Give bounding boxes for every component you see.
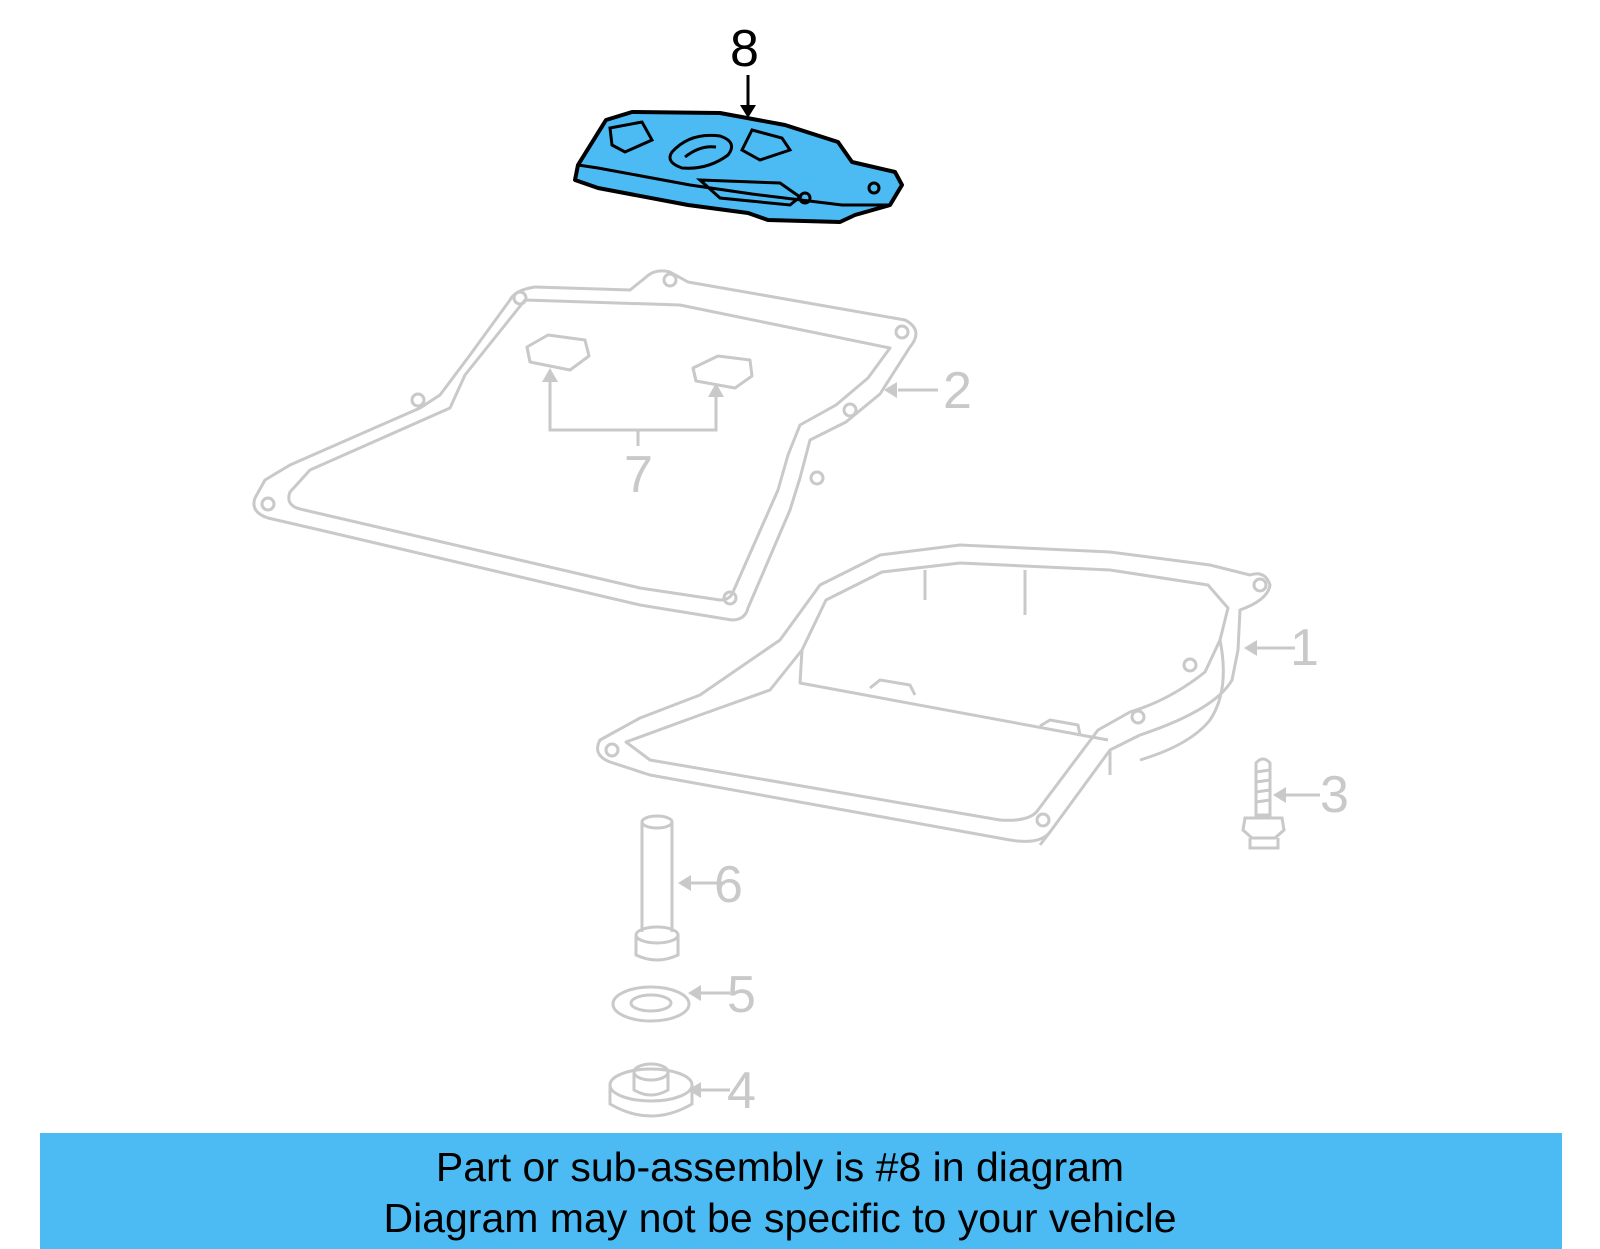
callout-8-arrow (740, 75, 756, 118)
part-7-magnets[interactable] (525, 333, 754, 390)
banner-line-disclaimer: Diagram may not be specific to your vehi… (383, 1195, 1177, 1241)
banner-line-part: Part or sub-assembly is #8 in diagram (435, 1144, 1125, 1190)
callout-label-7[interactable]: 7 (624, 446, 653, 504)
callout-label-4[interactable]: 4 (727, 1062, 756, 1120)
callout-label-3[interactable]: 3 (1320, 766, 1349, 824)
callout-label-6[interactable]: 6 (714, 856, 743, 914)
info-banner: Part or sub-assembly is #8 in diagram Di… (40, 1133, 1562, 1249)
callout-7-bracket (542, 368, 724, 446)
callout-label-5[interactable]: 5 (727, 966, 756, 1024)
part-1-oil-pan[interactable] (596, 543, 1272, 846)
callout-label-2[interactable]: 2 (943, 362, 972, 420)
callout-arrows (678, 382, 1320, 1098)
callout-label-8[interactable]: 8 (730, 20, 759, 78)
callout-label-1[interactable]: 1 (1290, 619, 1319, 677)
part-4-cap[interactable] (608, 1062, 694, 1118)
part-5-washer[interactable] (611, 985, 691, 1023)
part-6-plug[interactable] (634, 814, 680, 962)
part-2-gasket[interactable] (252, 269, 918, 622)
part-3-bolt[interactable] (1241, 757, 1286, 850)
part-8-strainer[interactable] (573, 110, 904, 224)
